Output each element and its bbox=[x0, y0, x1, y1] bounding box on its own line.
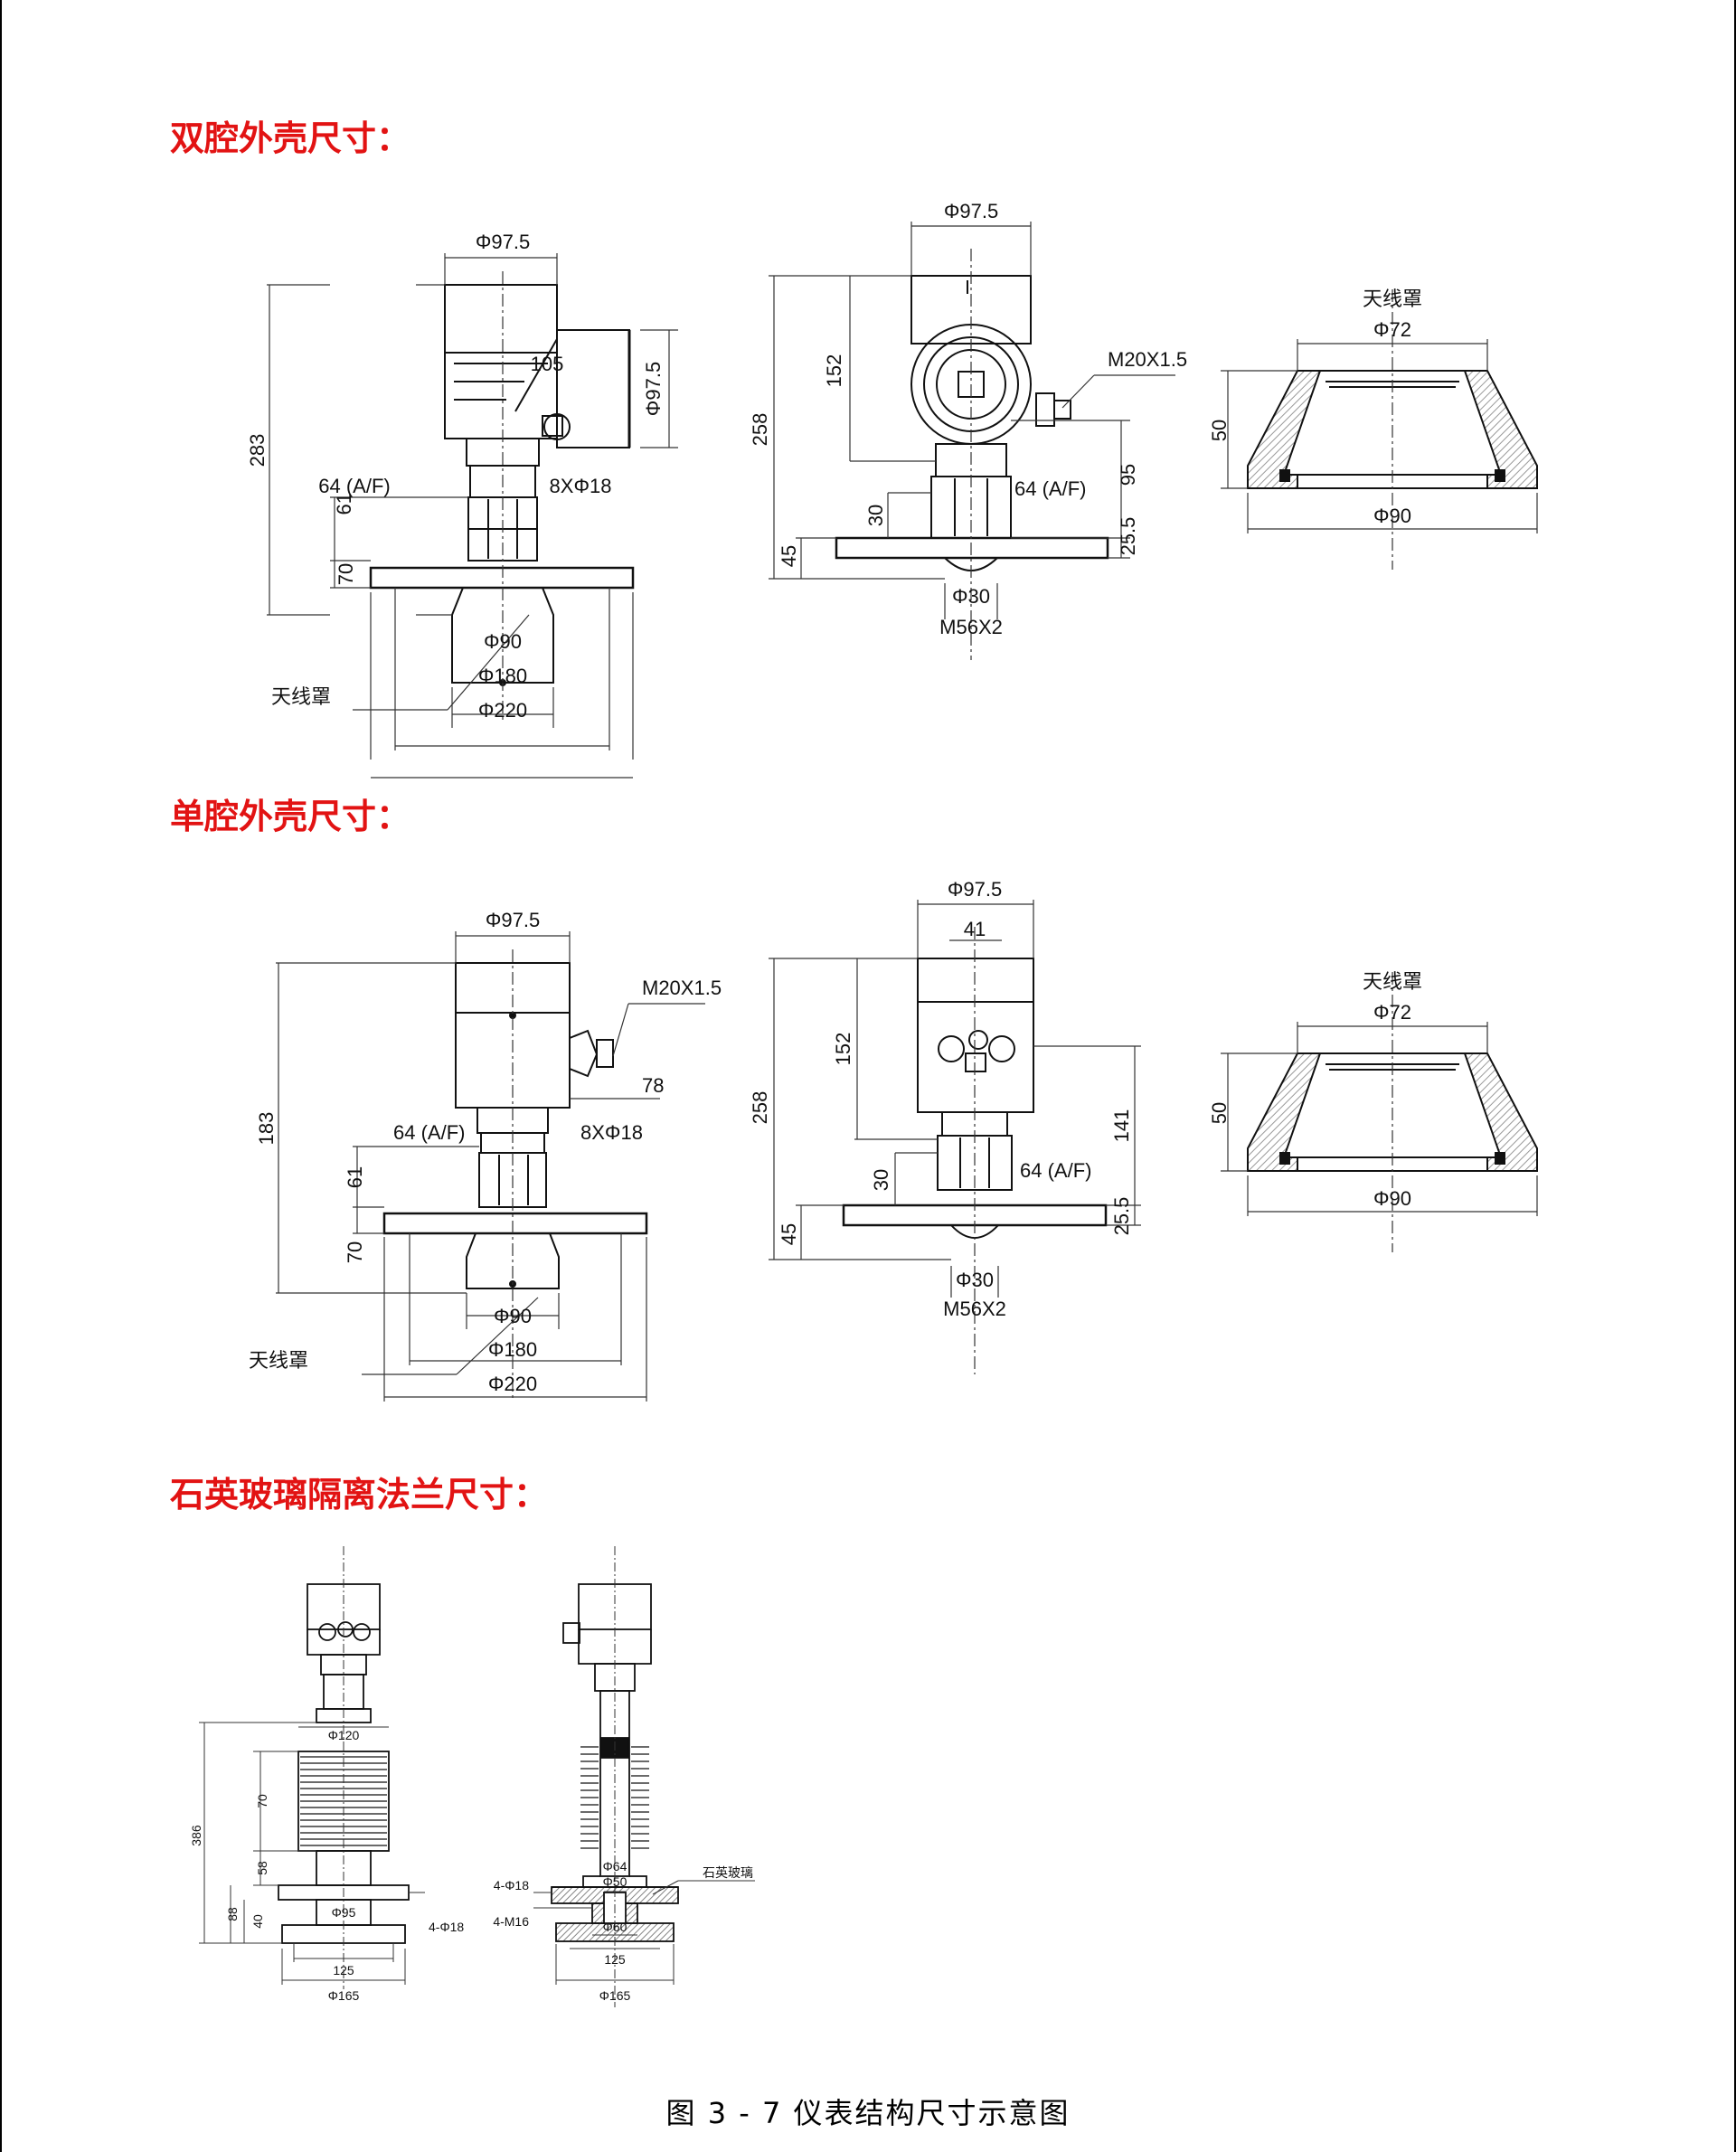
dim-pcd: Φ180 bbox=[478, 665, 527, 687]
quartz-side-view-drawing bbox=[533, 1546, 755, 2007]
page-frame-left bbox=[0, 0, 2, 2152]
dim-141: 141 bbox=[1110, 1109, 1133, 1143]
antenna-cover-label: 天线罩 bbox=[271, 685, 331, 708]
dual-antenna-cover-labels: 天线罩 Φ72 50 Φ90 bbox=[1208, 288, 1422, 527]
single-antenna-cover-drawing bbox=[1221, 972, 1538, 1252]
single-front-view-drawing bbox=[276, 931, 705, 1402]
dim-pcd: 125 bbox=[604, 1952, 626, 1967]
dual-antenna-cover-drawing bbox=[1221, 289, 1538, 570]
dim-bolts: 8XΦ18 bbox=[580, 1121, 643, 1144]
dim-top-dia: Φ97.5 bbox=[948, 878, 1002, 901]
dim-inner-dia: Φ95 bbox=[332, 1905, 356, 1920]
dim-height: 258 bbox=[749, 1091, 771, 1125]
dim-horn-dia: Φ90 bbox=[484, 630, 522, 653]
dim-d60: Φ60 bbox=[603, 1920, 627, 1934]
dim-flange-dia: Φ220 bbox=[488, 1373, 537, 1395]
dim-top-dia: Φ97.5 bbox=[944, 200, 998, 222]
dim-side-dia: Φ97.5 bbox=[642, 362, 665, 416]
single-antenna-cover-labels: 天线罩 Φ72 50 Φ90 bbox=[1208, 970, 1422, 1210]
dim-height: 258 bbox=[749, 413, 771, 447]
page-frame-right bbox=[1734, 0, 1736, 2152]
dim-30: 30 bbox=[864, 505, 887, 526]
dim-nut: 64 (A/F) bbox=[1020, 1159, 1091, 1182]
figure-caption: 图 3 - 7 仪表结构尺寸示意图 bbox=[665, 2096, 1071, 2130]
dim-d64: Φ64 bbox=[603, 1859, 627, 1874]
dim-thread-dia: Φ30 bbox=[952, 585, 990, 608]
dim-40: 40 bbox=[250, 1914, 265, 1929]
dim-flange-dia: Φ220 bbox=[478, 699, 527, 722]
dim-height: 386 bbox=[189, 1825, 203, 1846]
dual-housing-heading: 双腔外壳尺寸： bbox=[170, 118, 411, 158]
dim-88: 88 bbox=[225, 1907, 240, 1921]
dim-30: 30 bbox=[870, 1169, 892, 1191]
dim-95: 95 bbox=[1117, 464, 1139, 486]
dim-neck: 61 bbox=[333, 493, 355, 514]
quartz-front-view-drawing bbox=[199, 1546, 425, 1989]
dim-25-5: 25.5 bbox=[1110, 1197, 1133, 1236]
single-side-view-labels: Φ97.5 41 152 258 141 30 64 (A/F) 45 25.5… bbox=[749, 878, 1133, 1320]
dim-nut: 64 (A/F) bbox=[318, 475, 390, 497]
dim-bolts: 4-Φ18 bbox=[429, 1920, 464, 1934]
dim-top-dia: Φ97.5 bbox=[476, 231, 530, 253]
dim-105: 105 bbox=[531, 353, 564, 375]
dim-thread: M56X2 bbox=[939, 616, 1003, 638]
cover-bottom-dia: Φ90 bbox=[1373, 505, 1411, 527]
dim-flange-h: 70 bbox=[344, 1241, 366, 1263]
dim-25-5: 25.5 bbox=[1117, 517, 1139, 556]
dim-top-dia: Φ97.5 bbox=[486, 909, 540, 931]
dim-flange-h: 70 bbox=[335, 563, 357, 585]
quartz-side-view-labels: 4-Φ18 4-M16 Φ64 Φ50 Φ60 125 Φ165 石英玻璃 bbox=[493, 1859, 753, 2003]
dim-pcd: 125 bbox=[333, 1963, 354, 1977]
dim-58: 58 bbox=[255, 1861, 269, 1875]
dim-horn-dia: Φ90 bbox=[494, 1305, 532, 1327]
dim-fin-h: 70 bbox=[255, 1794, 269, 1808]
quartz-glass-label: 石英玻璃 bbox=[703, 1865, 753, 1880]
cover-bottom-dia: Φ90 bbox=[1373, 1187, 1411, 1210]
quartz-front-view-labels: Φ120 386 70 58 88 40 Φ95 4-Φ18 125 Φ165 bbox=[189, 1728, 464, 2003]
cover-height: 50 bbox=[1208, 420, 1231, 441]
dim-bolts: 4-Φ18 bbox=[494, 1878, 529, 1892]
dim-78: 78 bbox=[642, 1074, 664, 1097]
dim-bolts: 8XΦ18 bbox=[550, 475, 612, 497]
dim-45: 45 bbox=[778, 545, 800, 567]
dual-side-view-labels: Φ97.5 152 258 M20X1.5 95 30 64 (A/F) 45 … bbox=[749, 200, 1187, 638]
dual-side-view-drawing bbox=[769, 222, 1175, 660]
dim-housing-h: 152 bbox=[832, 1033, 854, 1066]
dim-thread-dia: Φ30 bbox=[956, 1269, 994, 1291]
dim-gland: M20X1.5 bbox=[642, 977, 722, 999]
dim-nut: 64 (A/F) bbox=[1014, 477, 1086, 500]
antenna-cover-label: 天线罩 bbox=[249, 1349, 308, 1372]
dim-housing-h: 152 bbox=[823, 354, 845, 388]
dual-front-view-drawing bbox=[267, 253, 678, 779]
cover-top-dia: Φ72 bbox=[1373, 1001, 1411, 1024]
dim-45: 45 bbox=[778, 1223, 800, 1245]
dim-height: 183 bbox=[255, 1112, 278, 1146]
cover-label: 天线罩 bbox=[1363, 970, 1422, 993]
dual-front-view-labels: Φ97.5 105 Φ97.5 283 64 (A/F) 8XΦ18 61 70… bbox=[246, 231, 665, 722]
dim-pcd: Φ180 bbox=[488, 1338, 537, 1361]
single-side-view-drawing bbox=[769, 900, 1141, 1374]
cover-height: 50 bbox=[1208, 1102, 1231, 1124]
dim-tap: 4-M16 bbox=[493, 1914, 529, 1929]
dim-flange-dia: Φ165 bbox=[328, 1988, 360, 2003]
single-front-view-labels: Φ97.5 M20X1.5 78 183 64 (A/F) 8XΦ18 61 7… bbox=[249, 909, 722, 1395]
single-housing-heading: 单腔外壳尺寸： bbox=[170, 797, 411, 836]
dim-thread: M56X2 bbox=[943, 1298, 1006, 1320]
dim-d50: Φ50 bbox=[603, 1874, 627, 1889]
dim-flange-dia: Φ165 bbox=[599, 1988, 631, 2003]
cover-top-dia: Φ72 bbox=[1373, 318, 1411, 341]
cover-label: 天线罩 bbox=[1363, 288, 1422, 310]
dim-neck: 61 bbox=[344, 1166, 366, 1188]
dim-nut: 64 (A/F) bbox=[393, 1121, 465, 1144]
dim-41: 41 bbox=[964, 918, 986, 940]
dim-fin-dia: Φ120 bbox=[328, 1728, 360, 1742]
quartz-flange-heading: 石英玻璃隔离法兰尺寸： bbox=[170, 1475, 549, 1515]
dim-height: 283 bbox=[246, 434, 269, 467]
dim-gland: M20X1.5 bbox=[1108, 348, 1187, 371]
